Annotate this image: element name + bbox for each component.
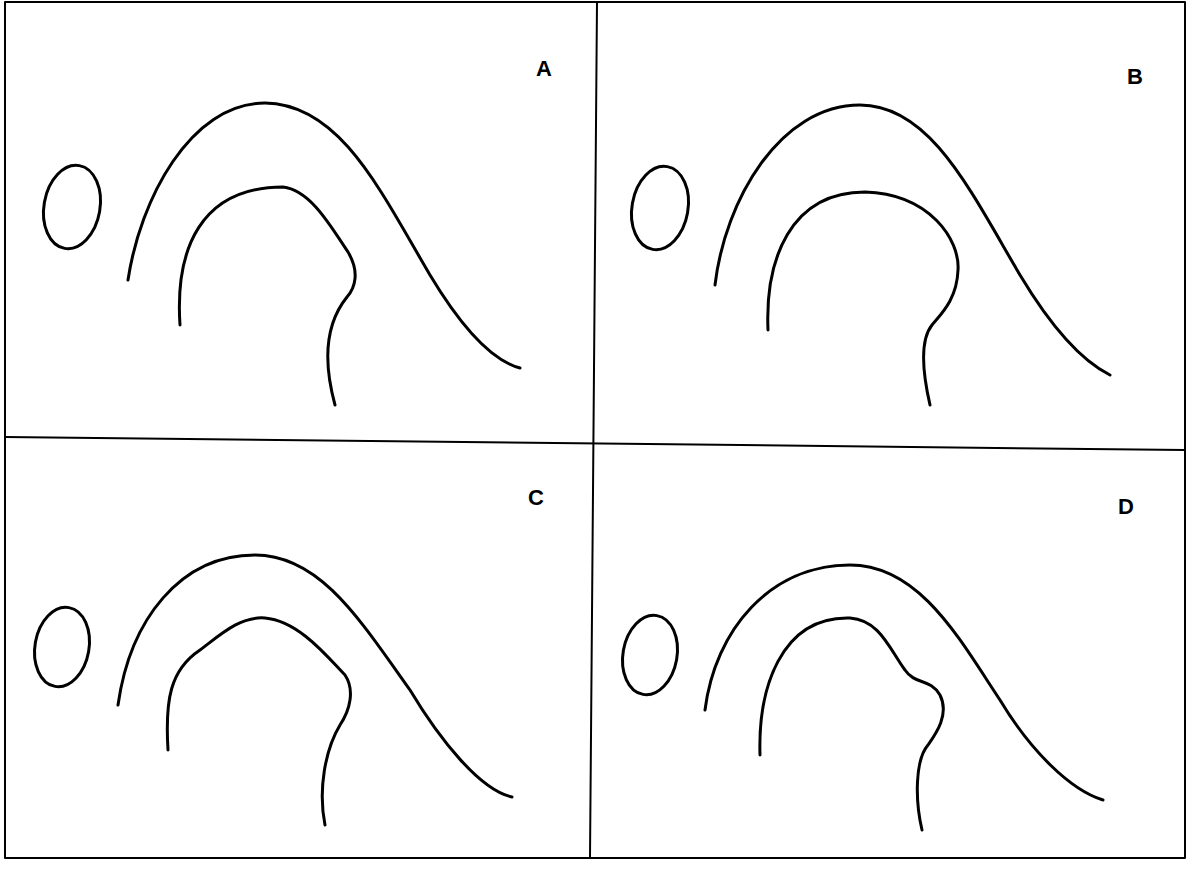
- inner-curve: [167, 618, 350, 825]
- panel-letter: A: [536, 58, 552, 80]
- panel-letter: C: [528, 487, 544, 509]
- panel-letter: D: [1118, 496, 1134, 518]
- outer-frame: [5, 2, 1185, 858]
- oval: [616, 611, 683, 699]
- oval: [28, 603, 95, 691]
- inner-curve: [179, 187, 355, 405]
- vertical-divider: [590, 2, 597, 858]
- inner-curve: [760, 618, 943, 830]
- inner-curve: [768, 192, 958, 405]
- outer-curve: [705, 565, 1103, 800]
- panel-letter: B: [1127, 66, 1143, 88]
- outer-curve: [128, 103, 520, 368]
- oval: [37, 161, 107, 253]
- oval: [625, 162, 695, 254]
- horizontal-divider: [5, 437, 1185, 450]
- outer-curve: [715, 105, 1110, 375]
